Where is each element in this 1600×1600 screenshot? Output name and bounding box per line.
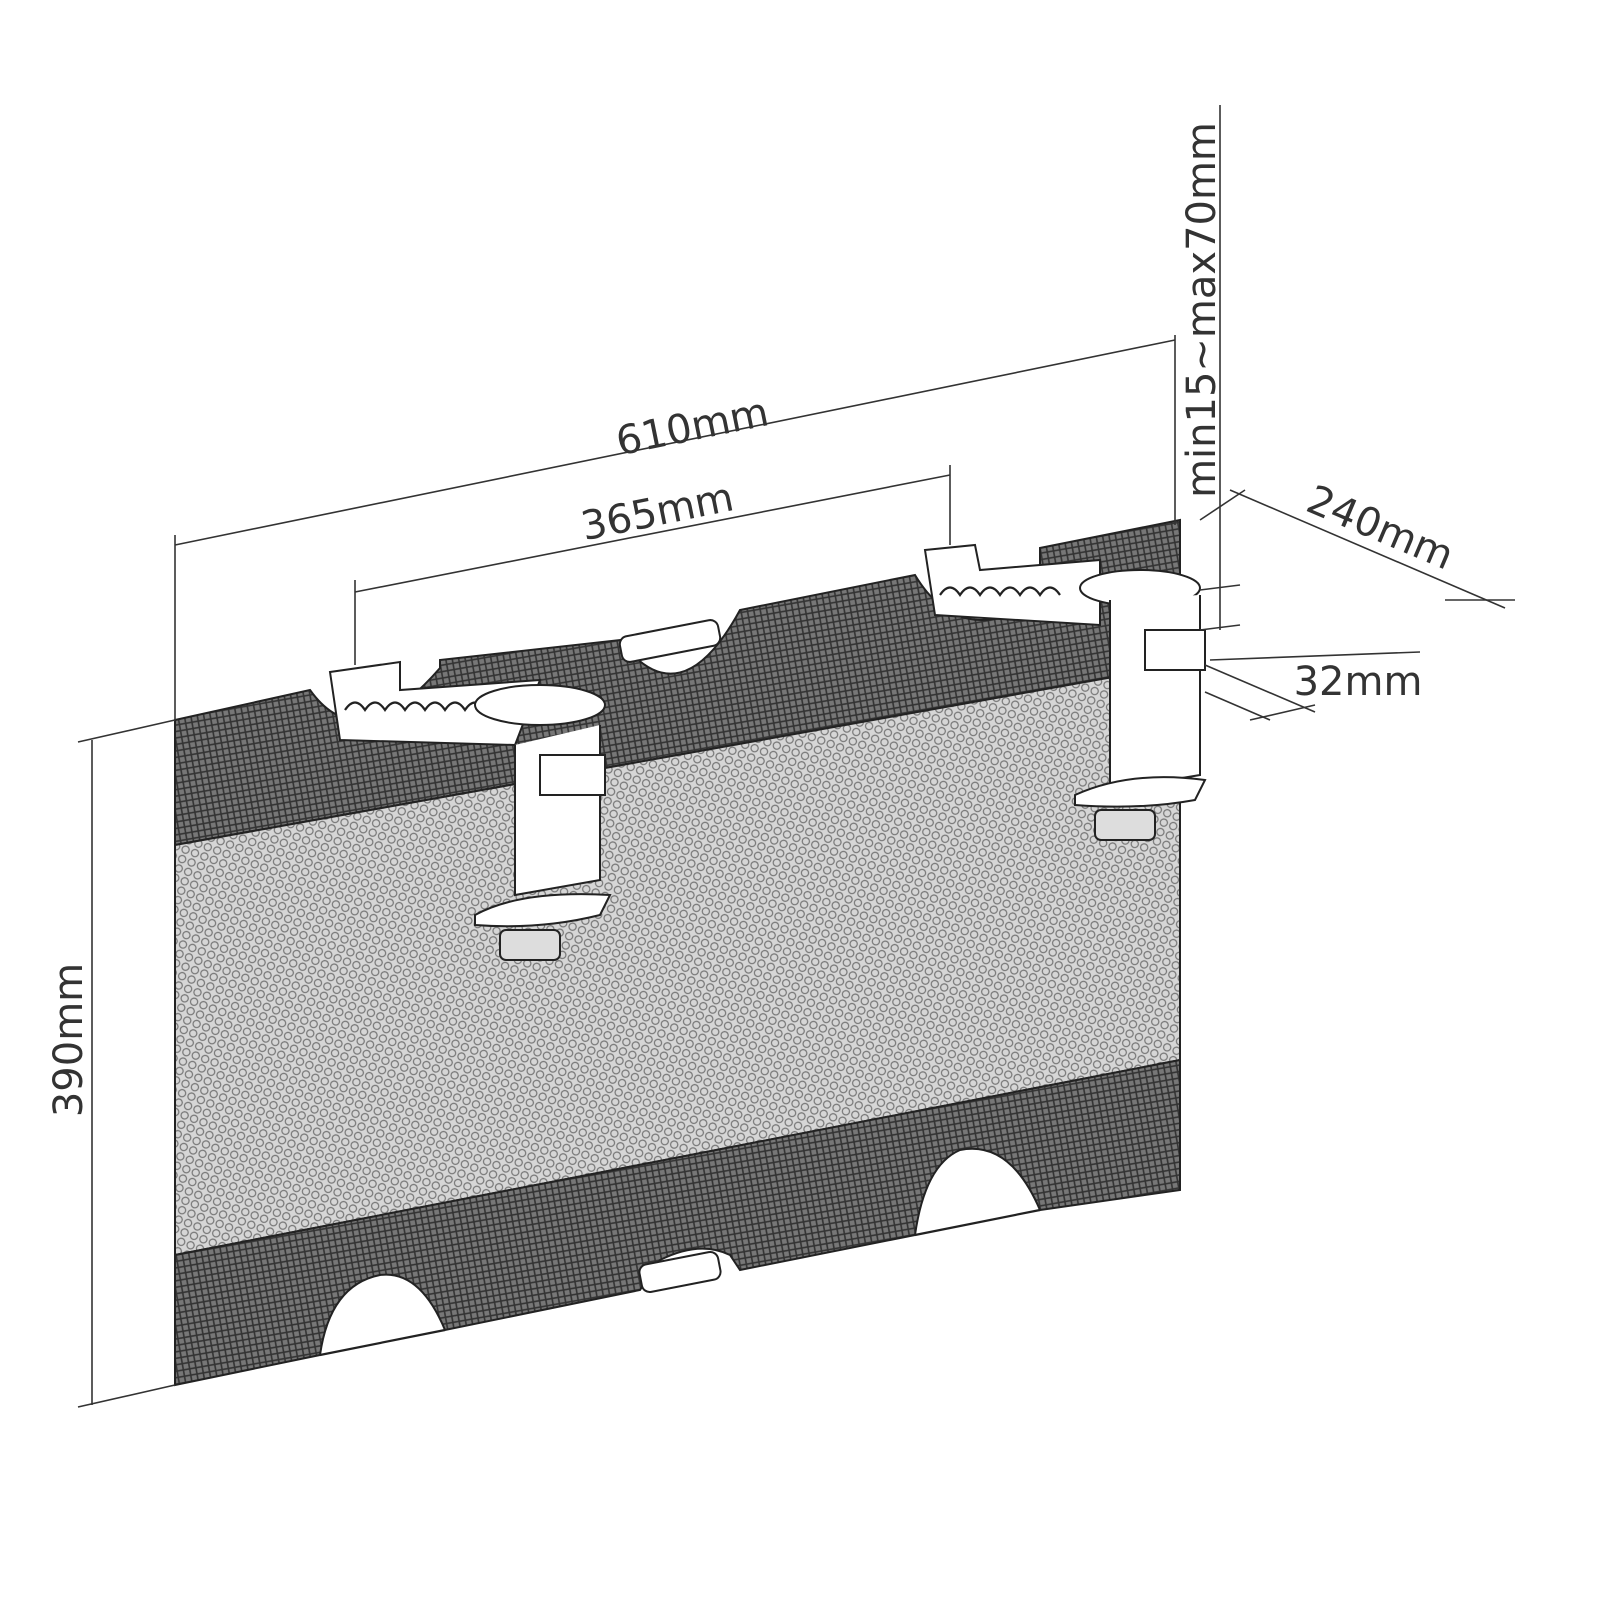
- dimension-label-clamp-range: min15~max70mm: [1179, 122, 1225, 498]
- dimension-32: 32mm: [1204, 651, 1423, 721]
- top-rod: [618, 619, 722, 663]
- dimension-label-390: 390mm: [46, 963, 92, 1117]
- mesh-panel-bottom: [174, 1058, 1181, 1387]
- dimension-240: 240mm: [1199, 477, 1515, 609]
- dimension-label-610: 610mm: [612, 389, 772, 465]
- dimension-390: 390mm: [46, 719, 176, 1408]
- dimension-label-240: 240mm: [1300, 477, 1460, 580]
- left-clamp-bracket: [328, 660, 612, 961]
- right-clamp-bracket: [923, 543, 1207, 841]
- dimension-label-365: 365mm: [577, 474, 737, 550]
- dimension-label-32: 32mm: [1294, 659, 1423, 705]
- dimension-clamp-range: min15~max70mm: [1179, 105, 1241, 631]
